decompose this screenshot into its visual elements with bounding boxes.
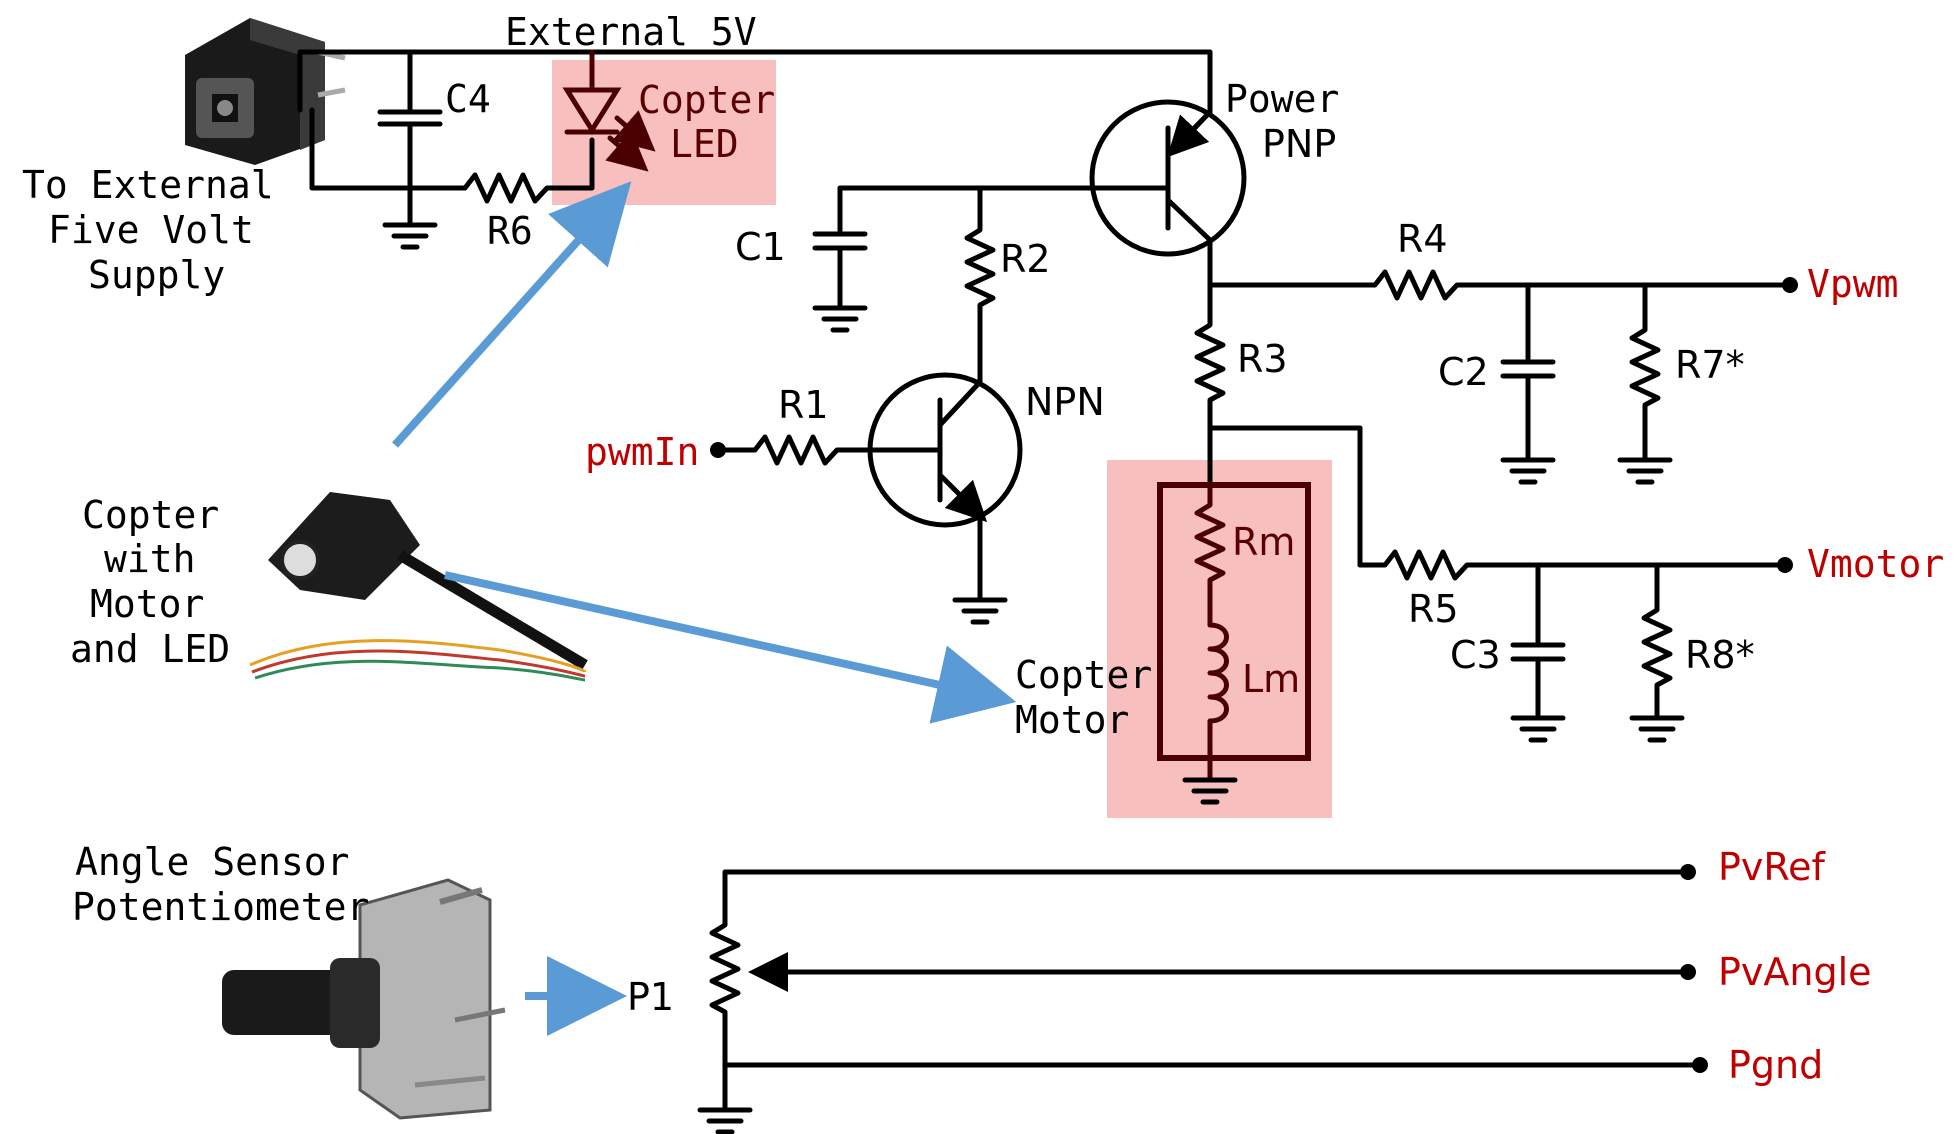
r6-label: R6 bbox=[487, 209, 533, 253]
c1-capacitor bbox=[812, 231, 868, 333]
vmotor-label[interactable]: Vmotor bbox=[1807, 542, 1944, 586]
c1-label: C1 bbox=[735, 225, 786, 269]
pvangle-label[interactable]: PvAngle bbox=[1718, 950, 1872, 994]
p1-label: P1 bbox=[627, 975, 674, 1019]
pvref-label[interactable]: PvRef bbox=[1718, 845, 1826, 889]
r1-label: R1 bbox=[778, 383, 829, 427]
rail-label: External 5V bbox=[505, 10, 757, 54]
vpwm-label[interactable]: Vpwm bbox=[1807, 262, 1899, 306]
arrow-to-led bbox=[392, 181, 632, 448]
c4-label: C4 bbox=[445, 77, 491, 121]
r2-label: R2 bbox=[1000, 237, 1051, 281]
jack-label-3: Supply bbox=[88, 253, 225, 297]
r4-label: R4 bbox=[1397, 217, 1448, 261]
copter-label-3: Motor bbox=[90, 582, 204, 626]
npn-transistor-icon bbox=[837, 372, 1023, 625]
jack-label-1: To External bbox=[22, 163, 274, 207]
motor-highlight bbox=[1107, 460, 1332, 818]
jack-label-2: Five Volt bbox=[48, 208, 254, 252]
pnp-label-1: Power bbox=[1225, 77, 1339, 121]
led-label-2: LED bbox=[670, 122, 739, 166]
c3-label: C3 bbox=[1450, 633, 1501, 677]
pot-schematic bbox=[697, 864, 1708, 1134]
c2-label: C2 bbox=[1438, 350, 1489, 394]
sensor-label-2: Potentiometer bbox=[72, 885, 369, 929]
pnp-transistor-icon bbox=[837, 92, 1247, 288]
npn-label: NPN bbox=[1025, 380, 1105, 424]
pgnd-label[interactable]: Pgnd bbox=[1728, 1043, 1823, 1087]
potentiometer-icon bbox=[222, 878, 506, 1120]
copter-label-1: Copter bbox=[82, 493, 219, 537]
motor-label-2: Motor bbox=[1015, 698, 1129, 742]
r5-label: R5 bbox=[1408, 587, 1459, 631]
pwmin-label[interactable]: pwmIn bbox=[585, 430, 699, 474]
r3-label: R3 bbox=[1237, 337, 1288, 381]
led-diode-icon bbox=[562, 49, 656, 172]
r8-label: R8* bbox=[1685, 633, 1755, 677]
copter-label-4: and LED bbox=[70, 627, 230, 671]
lm-label: Lm bbox=[1242, 657, 1300, 701]
arrow-to-motor bbox=[444, 571, 1017, 724]
motor-model bbox=[1157, 482, 1311, 805]
vpwm-filter bbox=[1207, 269, 1798, 485]
led-label-1: Copter bbox=[638, 78, 775, 122]
r7-label: R7* bbox=[1675, 343, 1745, 387]
rm-label: Rm bbox=[1232, 520, 1295, 564]
sensor-label-1: Angle Sensor bbox=[75, 840, 350, 884]
copter-icon bbox=[249, 492, 588, 682]
dc-jack-icon bbox=[185, 18, 346, 165]
motor-label-1: Copter bbox=[1015, 653, 1152, 697]
pnp-label-2: PNP bbox=[1262, 122, 1336, 166]
vmotor-filter bbox=[1357, 549, 1793, 743]
copter-label-2: with bbox=[104, 537, 196, 581]
